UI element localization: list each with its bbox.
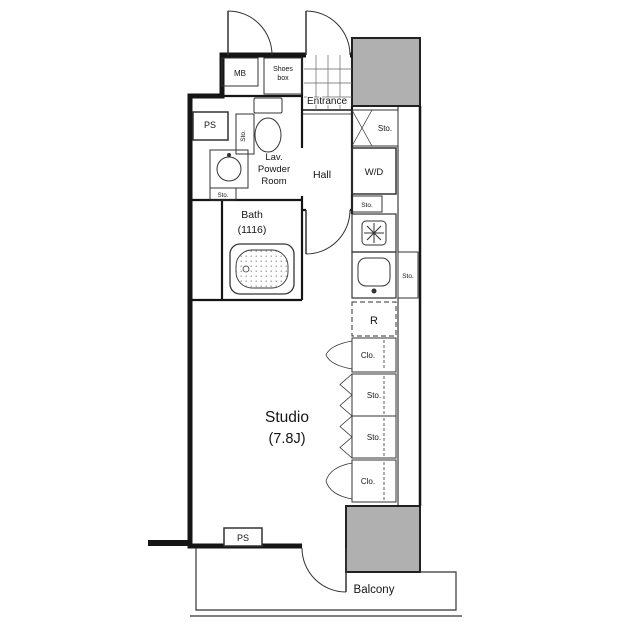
storage-below-wd-label: Sto. [361, 202, 373, 209]
toilet-bowl-icon [254, 117, 282, 153]
meter-box-label: MB [234, 69, 246, 78]
entrance-storage-door-icon [351, 109, 373, 147]
lavatory-label-3: Room [261, 176, 286, 187]
closet-lower-door-arcs [325, 462, 353, 500]
refrigerator-space [351, 301, 397, 337]
meter-box [221, 57, 259, 87]
pipe-space-top-label: PS [204, 120, 216, 130]
closet-upper-box [351, 337, 397, 373]
washer-dryer-box [351, 147, 397, 195]
storage-basin-label: Sto. [218, 193, 229, 199]
storage-vertical-box [235, 113, 255, 155]
entrance-door-arc [305, 10, 351, 56]
structural-column-bottom [345, 505, 421, 573]
storage-below-wd-box [351, 195, 383, 213]
studio-door-arc [305, 209, 351, 255]
balcony-railing [195, 548, 457, 611]
entry-fixtures [221, 57, 303, 95]
interior-walls [190, 55, 399, 506]
toilet-tank-icon [253, 97, 283, 114]
storage-basin-box [209, 187, 237, 201]
closet-lower-box [351, 459, 397, 503]
bathtub-outer-icon [229, 243, 295, 295]
utility-column [351, 109, 399, 213]
closet-upper-door-arcs [325, 340, 353, 370]
entrance-area: Entrance [304, 55, 352, 110]
balcony-label: Balcony [354, 584, 395, 596]
bath-label-1: Bath [241, 209, 263, 221]
shoes-box [263, 57, 303, 95]
entrance-storage-box [351, 109, 399, 147]
washbasin-faucet-icon [227, 153, 231, 157]
bathtub-drain-icon [242, 265, 250, 273]
door-swings [227, 10, 351, 593]
pipe-space-bottom-label: PS [237, 533, 249, 543]
closet-upper-label: Clo. [361, 351, 375, 360]
pipe-space-top-box [192, 111, 229, 141]
stove-burner-icon [364, 223, 384, 243]
storage-stack-folding-door-icon [339, 373, 353, 459]
stove-burner-frame [361, 220, 387, 246]
structural-columns [345, 37, 421, 573]
lavatory-label-1: Lav. [265, 152, 282, 163]
sink-basin-icon [357, 257, 391, 287]
corridor-door-arc [227, 10, 273, 56]
sink-counter [351, 251, 397, 299]
balcony [190, 548, 462, 617]
storage-strip-label: Sto. [402, 273, 414, 280]
powder-room [192, 97, 283, 201]
shoes-box-label-1: Shoes [273, 66, 293, 73]
bathtub-inner-icon [235, 249, 289, 289]
hall-label: Hall [313, 169, 331, 181]
kitchen [351, 213, 419, 337]
entrance-storage-label: Sto. [378, 124, 392, 133]
storage-stack-top-label: Sto. [367, 391, 381, 400]
bath-label-2: (1116) [238, 224, 267, 236]
storage-vertical-label: Sto. [240, 130, 247, 142]
storage-stack-bottom-label: Sto. [367, 433, 381, 442]
sink-faucet-icon [371, 288, 377, 294]
balcony-door-arc [301, 547, 347, 593]
studio-size-label: (7.8J) [268, 431, 305, 447]
closet-lower-label: Clo. [361, 477, 375, 486]
washer-dryer-label: W/D [365, 167, 384, 178]
studio-label: Studio [265, 409, 309, 426]
entrance-label: Entrance [307, 96, 347, 107]
lavatory-label-2: Powder [258, 164, 290, 175]
refrigerator-label: R [370, 315, 378, 327]
closet-column [325, 337, 397, 503]
structural-column-top [351, 37, 421, 107]
pipe-space-bottom-box [223, 527, 263, 547]
storage-strip-box [397, 251, 419, 299]
bathroom [229, 243, 295, 295]
shoes-box-label-2: box [277, 75, 289, 82]
entrance-tile-grid [304, 55, 352, 110]
